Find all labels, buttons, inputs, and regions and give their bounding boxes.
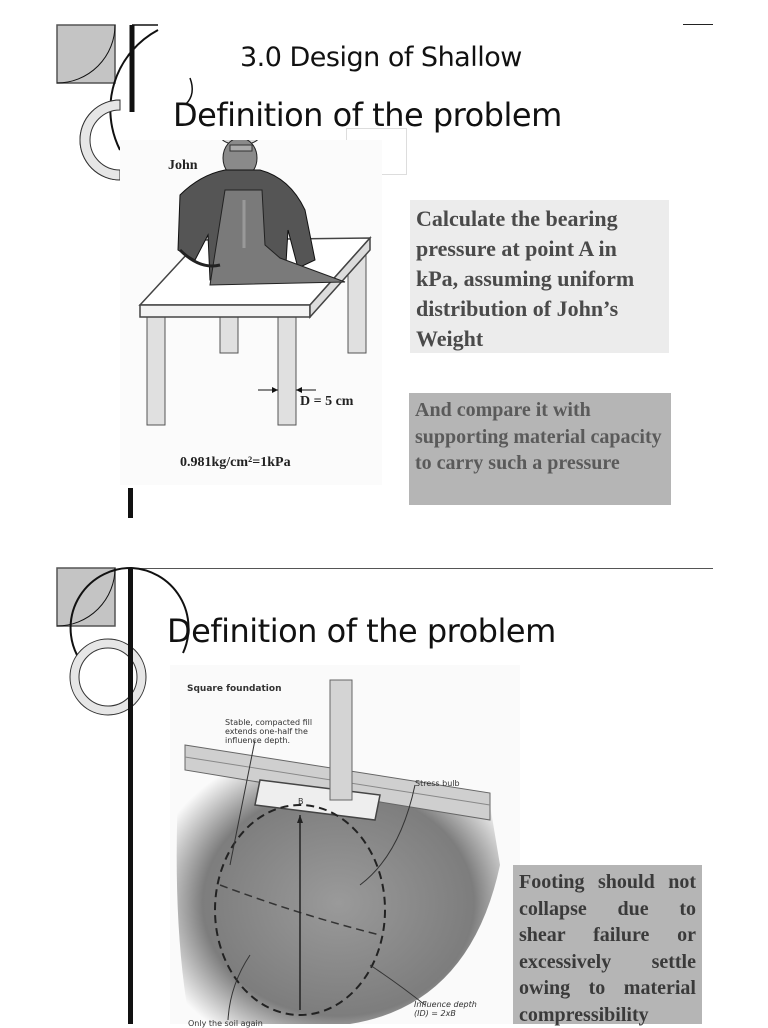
figure-caption: Square foundation [187,684,282,694]
diameter-label: D = 5 cm [300,394,354,409]
person-on-table-illustration [138,140,372,426]
corner-tick [683,24,713,25]
fill-note: Stable, compacted fill extends one-half … [225,718,313,745]
john-table-figure: John D = 5 cm 0.981kg/cm²=1k [120,140,382,485]
title-accent-curve [185,77,193,105]
callout-compare-capacity: And compare it with supporting material … [409,393,671,505]
person-label: John [168,158,198,173]
slide-title: Definition of the problem [167,612,556,650]
stress-bulb-illustration [176,679,500,1024]
callout-bearing-pressure: Calculate the bearing pressure at point … [410,200,669,353]
stress-bulb-label: Stress bulb [415,779,460,788]
callout-footing-criteria: Footing should not collapse due to shear… [513,865,702,1026]
slide-2: Definition of the problem [0,540,768,1028]
slide-top-rule [130,568,713,569]
slide-decor-logo [56,24,159,181]
footing-width-label: B [298,797,304,806]
slide-title: Definition of the problem [173,96,562,134]
unit-conversion-label: 0.981kg/cm²=1kPa [180,455,291,470]
slide-vertical-bar [128,568,133,1024]
section-heading: 3.0 Design of Shallow [240,42,522,73]
slide-marker-bar [128,488,133,518]
influence-depth-label: Influence depth (ID) = 2xB [414,1000,477,1018]
slide-1: 3.0 Design of Shallow Definition of the … [56,24,713,518]
slide-decor-logo [56,566,190,716]
square-foundation-figure: Square foundation Stable, compacted fill… [170,665,520,1028]
